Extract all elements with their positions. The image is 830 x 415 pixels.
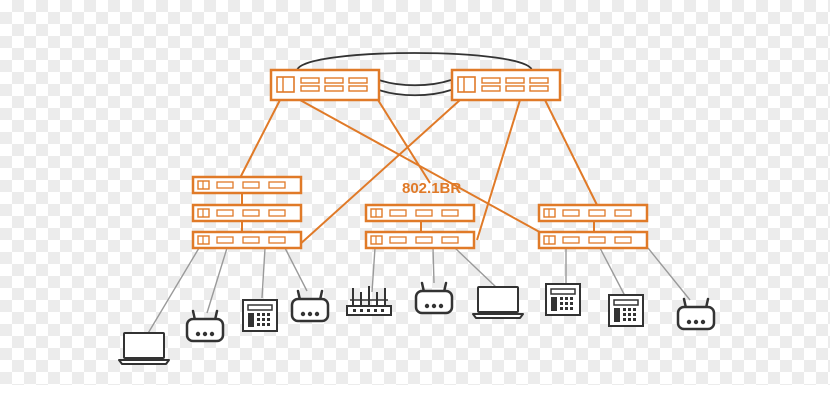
- ip-phone-icon: [242, 299, 278, 332]
- device-link: [284, 247, 308, 292]
- stack-link-inner: [378, 79, 452, 87]
- core-switch-right: [450, 68, 562, 102]
- stack-link-outer: [296, 52, 533, 72]
- uplink: [476, 99, 521, 241]
- uplink: [297, 99, 461, 247]
- device-link: [146, 247, 200, 336]
- laptop-icon: [118, 332, 170, 365]
- device-link: [206, 247, 228, 314]
- uplink: [239, 99, 281, 179]
- device-link: [454, 247, 498, 289]
- port-extender: [364, 203, 476, 223]
- laptop-icon: [472, 286, 524, 319]
- wireless-access-point-icon: [290, 289, 330, 323]
- ip-phone-icon: [608, 294, 644, 327]
- wireless-access-point-icon: [676, 297, 716, 331]
- port-extender: [537, 203, 649, 223]
- port-extender: [191, 203, 303, 223]
- port-extender: [364, 230, 476, 250]
- footer-bar: [0, 385, 830, 415]
- protocol-label: 802.1BR: [402, 180, 461, 197]
- stack-link-lower: [378, 89, 452, 97]
- uplink: [544, 99, 598, 206]
- wireless-access-point-icon: [414, 281, 454, 315]
- ip-phone-icon: [545, 283, 581, 316]
- uplink: [299, 99, 566, 247]
- device-link: [647, 247, 691, 301]
- wireless-access-point-icon: [185, 309, 225, 343]
- port-extender: [191, 175, 303, 195]
- device-link: [371, 247, 376, 293]
- wireless-router-icon: [346, 285, 392, 316]
- device-link: [599, 247, 626, 297]
- device-links: [146, 247, 691, 336]
- port-extender: [537, 230, 649, 250]
- uplink: [377, 99, 431, 184]
- uplinks: [239, 99, 598, 247]
- device-link: [261, 247, 266, 299]
- device-link: [432, 247, 435, 284]
- port-extender: [191, 230, 303, 250]
- core-switch-left: [269, 68, 381, 102]
